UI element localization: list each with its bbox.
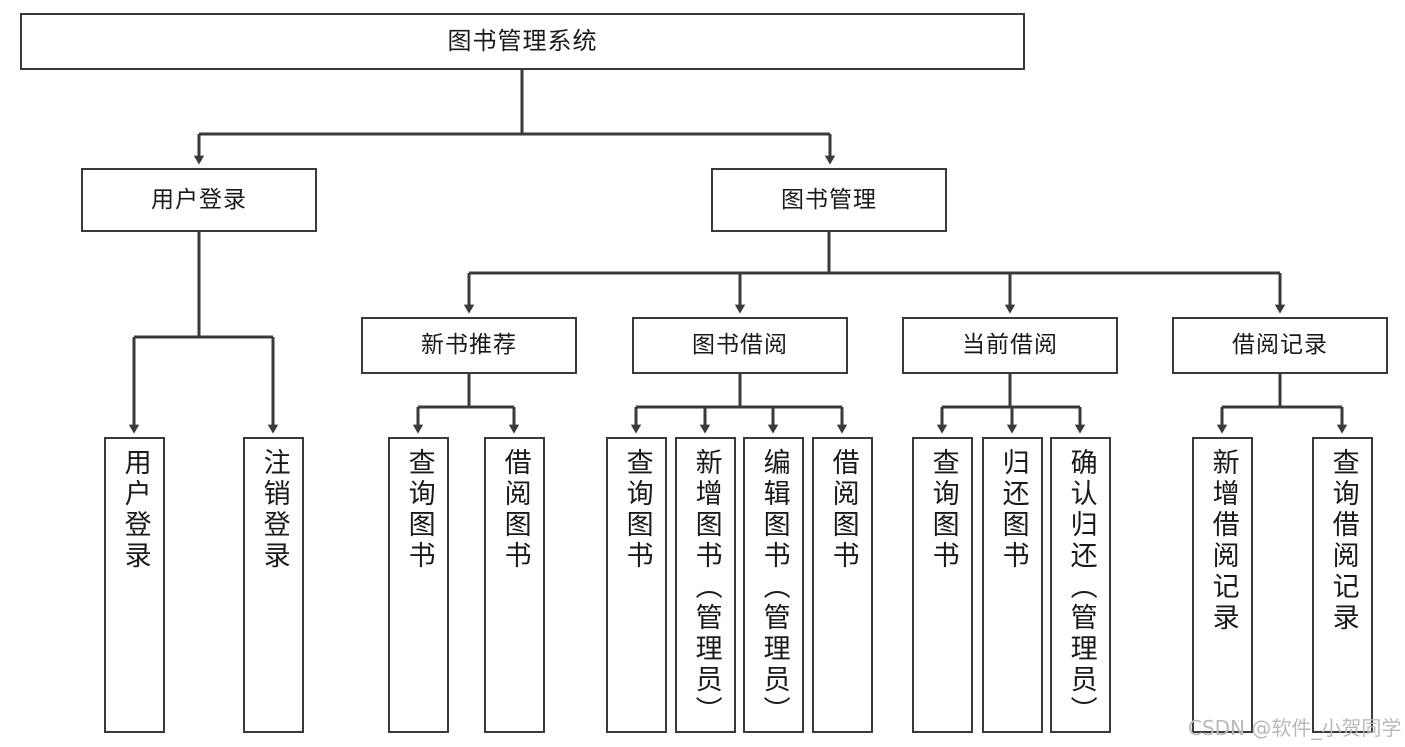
node-level3-borrow-record[interactable]: 借阅记录 <box>1172 317 1388 374</box>
node-leaf-logout-label: 注销登录 <box>258 448 290 572</box>
node-leaf-query-book-current-label: 查询图书 <box>927 448 959 572</box>
node-leaf-borrow-book-label: 借阅图书 <box>827 448 859 572</box>
node-leaf-query-book-current[interactable]: 查询图书 <box>912 437 973 733</box>
node-leaf-user-login-label: 用户登录 <box>119 448 151 572</box>
node-level3-book-borrow-label: 图书借阅 <box>692 332 788 359</box>
node-leaf-add-book-admin[interactable]: 新增图书（管理员） <box>675 437 736 733</box>
node-level3-current-borrow[interactable]: 当前借阅 <box>902 317 1118 374</box>
node-leaf-return-book[interactable]: 归还图书 <box>982 437 1043 733</box>
node-level2-book-management-label: 图书管理 <box>781 186 877 213</box>
node-leaf-query-book-borrow-label: 查询图书 <box>621 448 653 572</box>
node-leaf-add-borrow-record[interactable]: 新增借阅记录 <box>1192 437 1253 733</box>
node-root[interactable]: 图书管理系统 <box>20 13 1025 70</box>
node-level2-book-management[interactable]: 图书管理 <box>711 168 947 232</box>
node-leaf-logout[interactable]: 注销登录 <box>243 437 304 733</box>
node-leaf-borrow-book[interactable]: 借阅图书 <box>812 437 873 733</box>
node-level3-current-borrow-label: 当前借阅 <box>962 332 1058 359</box>
node-leaf-confirm-return-admin-label: 确认归还（管理员） <box>1065 448 1097 727</box>
node-level3-new-book-recommend-label: 新书推荐 <box>421 332 517 359</box>
watermark: CSDN @软件_小贺同学 <box>1188 716 1402 740</box>
node-leaf-query-book-recommend[interactable]: 查询图书 <box>388 437 449 733</box>
node-root-label: 图书管理系统 <box>447 26 598 55</box>
node-level2-user-login[interactable]: 用户登录 <box>81 168 317 232</box>
node-leaf-edit-book-admin-label: 编辑图书（管理员） <box>758 448 790 727</box>
node-level3-borrow-record-label: 借阅记录 <box>1232 332 1328 359</box>
node-leaf-borrow-book-recommend-label: 借阅图书 <box>499 448 531 572</box>
node-level2-user-login-label: 用户登录 <box>151 186 247 213</box>
node-leaf-borrow-book-recommend[interactable]: 借阅图书 <box>484 437 545 733</box>
node-leaf-query-borrow-record-label: 查询借阅记录 <box>1327 448 1359 634</box>
node-leaf-query-borrow-record[interactable]: 查询借阅记录 <box>1312 437 1373 733</box>
node-leaf-confirm-return-admin[interactable]: 确认归还（管理员） <box>1050 437 1111 733</box>
node-leaf-query-book-borrow[interactable]: 查询图书 <box>606 437 667 733</box>
node-level3-book-borrow[interactable]: 图书借阅 <box>632 317 848 374</box>
node-level3-new-book-recommend[interactable]: 新书推荐 <box>361 317 577 374</box>
node-leaf-add-borrow-record-label: 新增借阅记录 <box>1207 448 1239 634</box>
node-leaf-return-book-label: 归还图书 <box>997 448 1029 572</box>
node-leaf-add-book-admin-label: 新增图书（管理员） <box>690 448 722 727</box>
node-leaf-query-book-recommend-label: 查询图书 <box>403 448 435 572</box>
node-leaf-edit-book-admin[interactable]: 编辑图书（管理员） <box>743 437 804 733</box>
node-leaf-user-login[interactable]: 用户登录 <box>104 437 165 733</box>
